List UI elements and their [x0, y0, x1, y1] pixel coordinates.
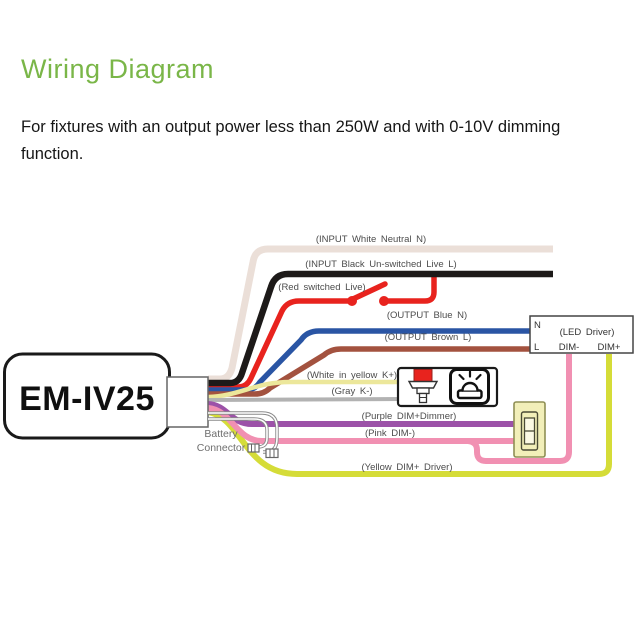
led-driver-label: (LED Driver) — [560, 327, 615, 338]
label-dim-purple: (Purple DIM+Dimmer) — [362, 411, 457, 422]
page-description: For fixtures with an output power less t… — [21, 118, 561, 163]
wire-k-minus — [207, 397, 404, 402]
label-output-blue: (OUTPUT Blue N) — [387, 310, 467, 321]
wire-input-white — [208, 245, 553, 383]
wire-red-switched — [208, 298, 348, 390]
label-input-black: (INPUT Black Un-switched Live L) — [305, 259, 456, 270]
test-button-icon — [407, 369, 439, 404]
label-red-switched: (Red switched Live) — [278, 282, 365, 293]
label-output-brown: (OUTPUT Brown L) — [385, 332, 472, 343]
output-connector — [166, 376, 209, 428]
wire-dim-yellow — [207, 354, 612, 477]
wire-dim-purple — [207, 401, 515, 427]
wire-k-plus — [207, 379, 400, 400]
label-dim-pink: (Pink DIM-) — [365, 428, 415, 439]
wire-input-black — [208, 270, 553, 387]
indicator-lamp-icon — [449, 368, 490, 405]
page-title: Wiring Diagram — [21, 54, 215, 84]
wire-dim-pink — [207, 405, 515, 444]
battery-connector-label-line2: Connector — [197, 442, 246, 454]
wire-red-after-switch — [387, 276, 437, 304]
label-dim-yellow: (Yellow DIM+ Driver) — [361, 462, 452, 473]
led-driver-terminal-dim-minus: DIM- — [559, 342, 580, 353]
led-driver-terminal-n: N — [534, 320, 541, 331]
em-driver-label: EM-IV25 — [19, 380, 155, 418]
label-k-minus: (Gray K-) — [331, 386, 372, 397]
wall-switch-blade — [350, 281, 388, 302]
dimmer-slider — [520, 411, 539, 451]
switch-contact-dot-right — [379, 296, 389, 306]
label-input-white: (INPUT White Neutral N) — [316, 234, 426, 245]
wire-output-brown — [208, 346, 531, 397]
battery-plug-b — [247, 443, 260, 453]
wire-dim-pink-branch — [467, 354, 572, 464]
label-k-plus: (White in yellow K+) — [307, 370, 397, 381]
battery-plug-a — [265, 448, 279, 459]
led-driver-box — [529, 315, 634, 354]
led-driver-terminal-l: L — [534, 342, 539, 353]
dimmer-switch — [513, 401, 546, 458]
led-driver-terminal-dim-plus: DIM+ — [598, 342, 621, 353]
battery-connector-label-line1: Battery — [204, 428, 238, 440]
